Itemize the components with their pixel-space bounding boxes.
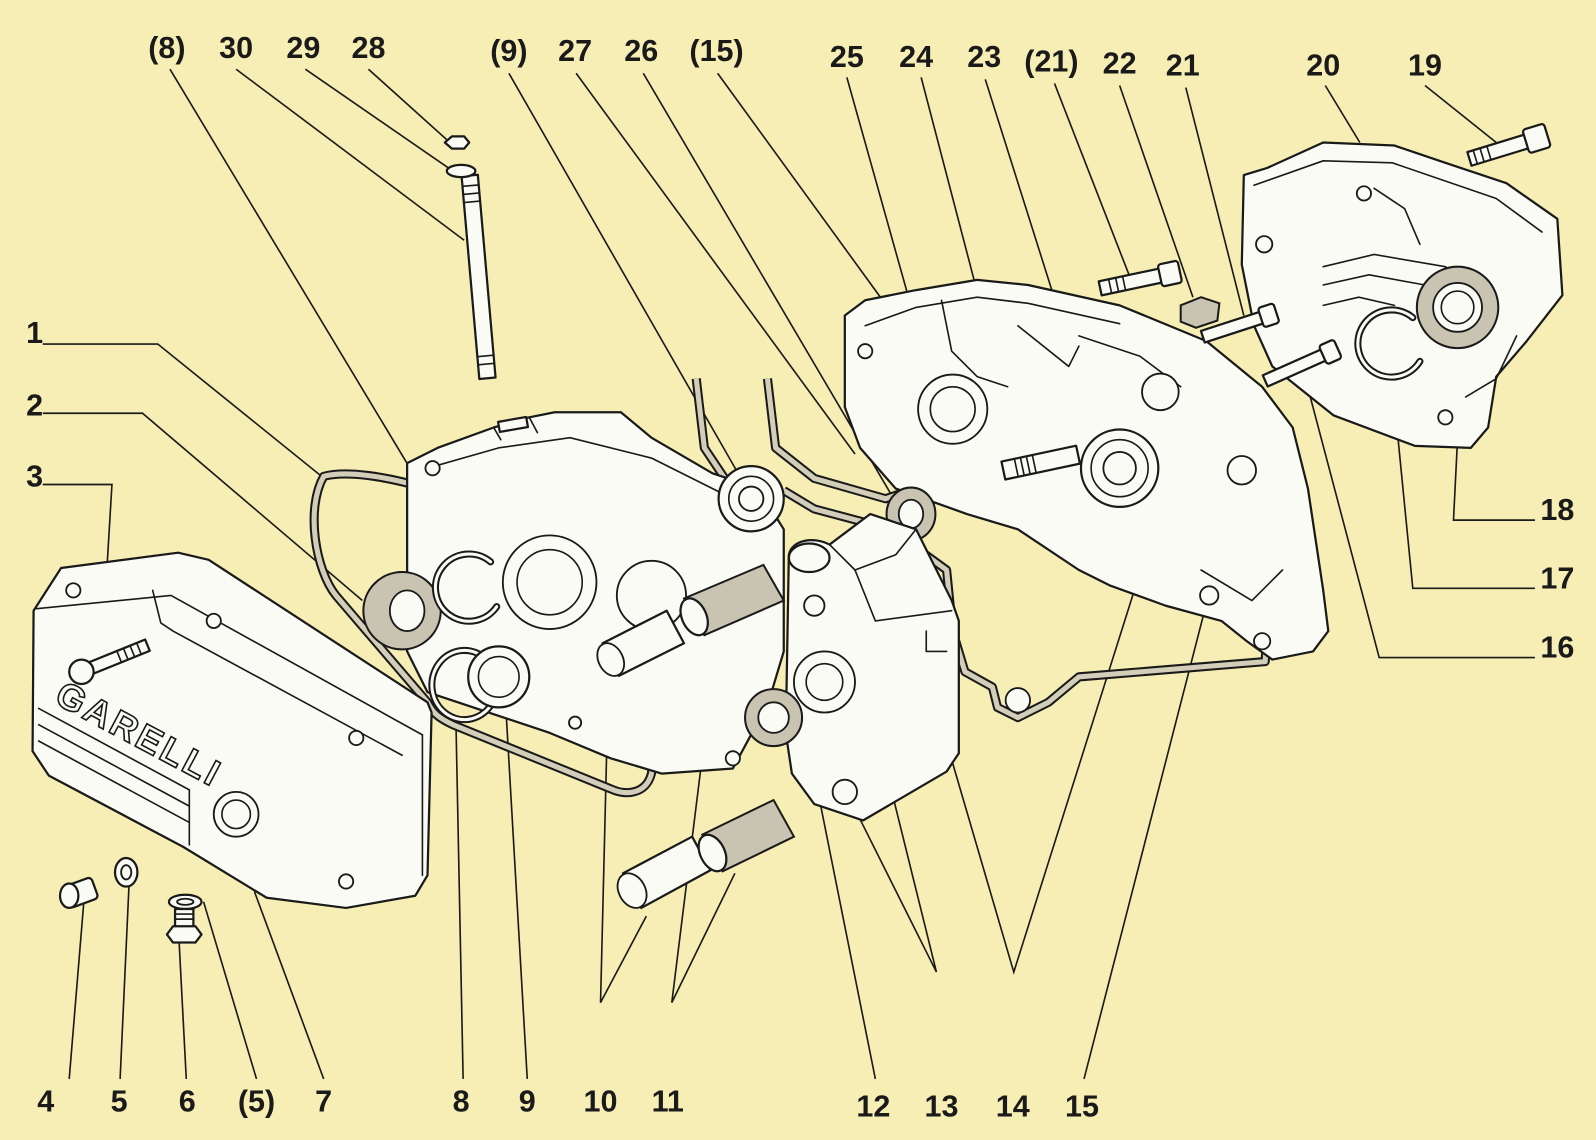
bolt-21-upper (1199, 302, 1280, 344)
label-9: 9 (519, 1085, 536, 1119)
label-25: 25 (830, 40, 864, 74)
leader-line-9 (505, 708, 529, 1079)
bearing-9 (467, 645, 531, 709)
bushing-11-upper (679, 563, 786, 637)
callout-labels-right: 18 17 16 (1540, 493, 1574, 664)
bolt-3-head (68, 658, 95, 686)
shaft-24 (1000, 444, 1082, 481)
label-top-9: (9) (490, 34, 527, 68)
label-3: 3 (26, 460, 43, 494)
label-1: 1 (26, 316, 43, 350)
label-26: 26 (624, 34, 658, 68)
label-17: 17 (1540, 561, 1574, 595)
bushing-11-lower (697, 798, 796, 873)
label-18: 18 (1540, 493, 1574, 527)
drain-screw-4 (58, 876, 99, 910)
label-28: 28 (351, 31, 385, 65)
leader-line-14 (951, 585, 1137, 975)
plug-6 (165, 907, 203, 944)
leader-line-6 (178, 942, 188, 1079)
label-30: 30 (219, 31, 253, 65)
label-19: 19 (1408, 48, 1442, 82)
callout-labels-left: 1 2 3 (26, 316, 43, 494)
leader-line-30 (235, 68, 465, 241)
leader-lines (42, 68, 1535, 1080)
bushing-10-lower (616, 835, 712, 910)
circlip-17 (1354, 306, 1424, 381)
label-6: 6 (179, 1085, 196, 1119)
stud-30 (460, 173, 497, 381)
circlip-8-lower (428, 646, 497, 724)
block-22 (1179, 296, 1221, 329)
label-16: 16 (1540, 631, 1574, 665)
leader-line-5 (119, 879, 131, 1079)
leader-line-top-21 (1053, 83, 1131, 278)
leader-line-7 (253, 891, 325, 1080)
bushing-10-upper (596, 609, 686, 677)
leader-line-27 (575, 72, 856, 455)
leader-line-17 (1391, 381, 1535, 590)
bolt-19 (1466, 123, 1552, 167)
label-21: 21 (1166, 48, 1200, 82)
label-8: 8 (453, 1085, 470, 1119)
label-14: 14 (996, 1090, 1030, 1124)
leader-line-8 (455, 724, 464, 1079)
bolt-21-top (1097, 259, 1183, 297)
washer-5 (113, 856, 139, 888)
label-4: 4 (37, 1085, 54, 1119)
leader-line-5b (202, 901, 258, 1080)
washer-5b (167, 893, 203, 911)
bearing-9-upper (717, 465, 785, 533)
label-2: 2 (26, 388, 43, 422)
label-5b: (5) (238, 1085, 275, 1119)
left-cover: GARELLI (31, 551, 433, 910)
small-housing (784, 512, 960, 822)
label-13: 13 (925, 1090, 959, 1124)
leader-line-21 (1185, 87, 1245, 316)
label-23: 23 (967, 40, 1001, 74)
leader-line-15 (1083, 600, 1208, 1080)
label-7: 7 (315, 1085, 332, 1119)
bearing-23 (1079, 428, 1160, 509)
label-10: 10 (584, 1085, 618, 1119)
callout-labels-top: (8) 30 29 28 (9) 27 26 (15) 25 24 23 (21… (148, 31, 1442, 82)
leader-line-4 (68, 881, 87, 1079)
leader-line-28 (367, 68, 451, 144)
leader-line-2 (42, 412, 363, 602)
label-24: 24 (899, 40, 933, 74)
oil-seal-18 (1415, 265, 1500, 350)
label-29: 29 (286, 31, 320, 65)
label-top-21: (21) (1024, 44, 1078, 78)
leader-line-1 (42, 343, 323, 477)
label-top-8: (8) (148, 31, 185, 65)
label-12: 12 (856, 1090, 890, 1124)
leader-line-16 (1304, 376, 1535, 659)
leader-line-22 (1118, 85, 1194, 298)
circlip-8-upper (431, 550, 501, 625)
leader-line-10 (599, 669, 648, 1003)
label-11: 11 (652, 1085, 684, 1119)
leader-line-29 (304, 68, 451, 170)
washer-29 (445, 163, 477, 179)
right-cover (1240, 141, 1564, 449)
label-27: 27 (558, 34, 592, 68)
label-top-15: (15) (689, 34, 743, 68)
label-5: 5 (111, 1085, 128, 1119)
oil-seal-2 (362, 571, 442, 651)
label-20: 20 (1306, 48, 1340, 82)
nut-28 (443, 135, 471, 150)
leader-line-19 (1424, 84, 1497, 144)
label-15: 15 (1065, 1090, 1099, 1124)
callout-labels-bottom: 4 5 6 (5) 7 8 9 10 11 12 13 14 15 (37, 1085, 1099, 1124)
label-22: 22 (1103, 46, 1137, 80)
oil-seal-12 (744, 688, 804, 748)
bolt-16 (1261, 339, 1343, 388)
leader-line-20 (1324, 85, 1361, 143)
